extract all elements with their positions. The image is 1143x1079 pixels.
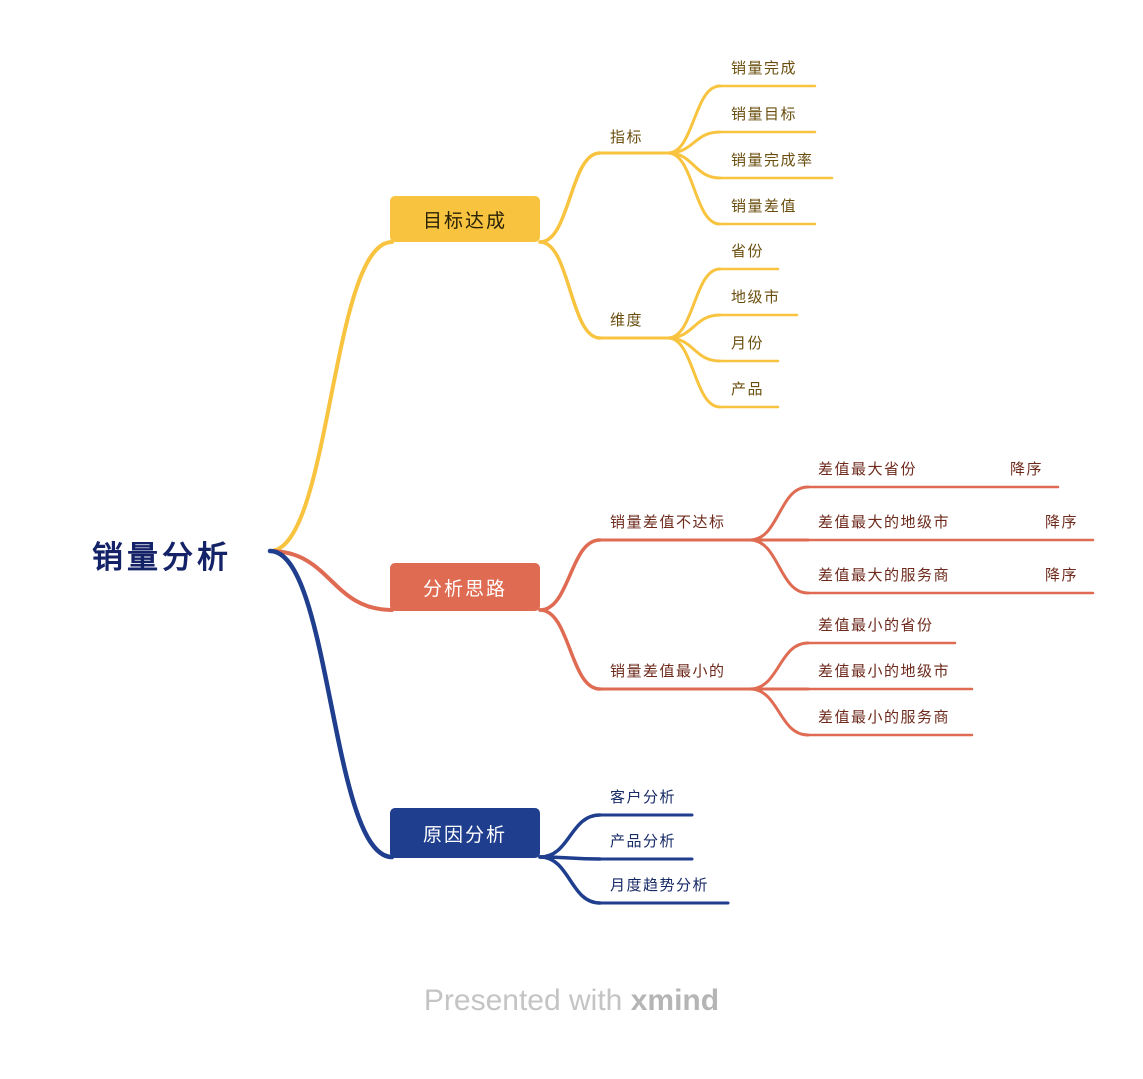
xmind-logo-text: xmind: [630, 984, 720, 1017]
connector-root-reason: [267, 548, 395, 860]
analysis-smallest-item[interactable]: 差值最小的省份: [818, 616, 934, 634]
connector-dimension-leaf: [666, 267, 722, 340]
goal-dimension-item[interactable]: 产品: [731, 380, 765, 398]
goal-indicator-item[interactable]: 销量目标: [731, 105, 798, 123]
reason-item[interactable]: 月度趋势分析: [610, 876, 710, 894]
branch-goal-topic[interactable]: 目标达成: [390, 196, 540, 242]
goal-indicator-item[interactable]: 销量完成: [731, 59, 798, 77]
goal-dimension-item[interactable]: 省份: [731, 242, 765, 260]
connector-reason-item: [538, 813, 602, 859]
analysis-smallest-item[interactable]: 差值最小的服务商: [818, 708, 951, 726]
connector-goal-dimensions: [538, 240, 602, 340]
goal-dimension-item[interactable]: 月份: [731, 334, 765, 352]
branch-reason-label: 原因分析: [422, 823, 507, 846]
analysis-not-met-item[interactable]: 差值最大的服务商: [818, 566, 951, 584]
reason-item[interactable]: 产品分析: [610, 832, 677, 850]
connector-smallest-leaf: [748, 687, 810, 737]
connector-smallest-leaf: [748, 641, 810, 691]
connector-analysis-not-met: [538, 538, 602, 612]
connector-not-met-leaf: [748, 485, 810, 542]
connector-indicator-leaf: [666, 151, 722, 226]
goal-group-dimensions[interactable]: 维度: [610, 311, 644, 329]
watermark-prefix: Presented with: [423, 984, 623, 1017]
connector-reason-item: [538, 855, 602, 905]
analysis-smallest-item[interactable]: 差值最小的地级市: [818, 662, 951, 680]
connector-not-met-leaf: [748, 538, 810, 595]
goal-indicator-item[interactable]: 销量差值: [731, 197, 798, 215]
analysis-group-smallest[interactable]: 销量差值最小的: [610, 662, 726, 680]
connector-root-analysis: [268, 549, 394, 612]
analysis-not-met-item[interactable]: 差值最大省份: [818, 460, 918, 478]
sort-desc-tag[interactable]: 降序: [1045, 566, 1079, 584]
analysis-not-met-item[interactable]: 差值最大的地级市: [818, 513, 951, 531]
analysis-group-not-met[interactable]: 销量差值不达标: [610, 513, 726, 531]
goal-indicator-item[interactable]: 销量完成率: [731, 151, 814, 169]
branch-reason-topic[interactable]: 原因分析: [390, 808, 540, 858]
branch-analysis-topic[interactable]: 分析思路: [390, 563, 540, 611]
connector-indicator-leaf: [666, 84, 722, 155]
goal-group-indicators[interactable]: 指标: [610, 128, 644, 146]
reason-item[interactable]: 客户分析: [610, 788, 677, 806]
connector-dimension-leaf: [666, 336, 722, 409]
branch-goal-label: 目标达成: [422, 209, 507, 232]
sort-desc-tag[interactable]: 降序: [1010, 460, 1044, 478]
connector-goal-indicators: [538, 151, 602, 244]
branch-analysis-label: 分析思路: [422, 577, 507, 600]
root-topic[interactable]: 销量分析: [92, 540, 232, 576]
connector-analysis-smallest: [538, 608, 602, 691]
connector-root-goal: [268, 240, 394, 553]
presented-with-watermark: Presented with xmind: [0, 984, 1143, 1018]
goal-dimension-item[interactable]: 地级市: [731, 288, 781, 306]
sort-desc-tag[interactable]: 降序: [1045, 513, 1079, 531]
